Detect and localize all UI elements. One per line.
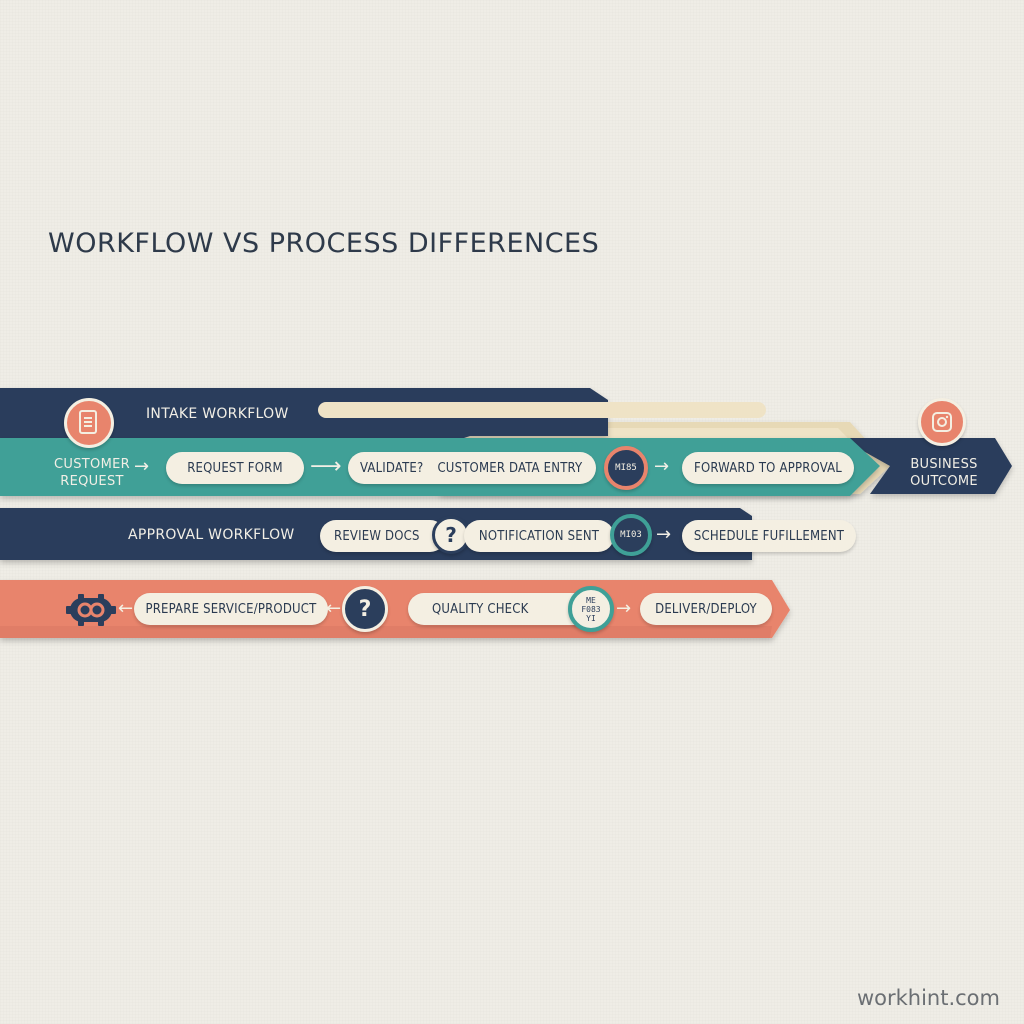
page-title: WORKFLOW VS PROCESS DIFFERENCES (48, 228, 600, 259)
business-outcome-label: BUSINESS OUTCOME (910, 457, 978, 489)
arrow-left-icon: ← (326, 598, 342, 619)
step-quality-check[interactable]: QUALITY CHECK (408, 593, 594, 625)
outcome-arrow (840, 438, 1012, 494)
step-review-docs[interactable]: REVIEW DOCS (320, 520, 446, 552)
sync-badge-text: ME F083 YI (581, 595, 601, 623)
step-deliver-deploy[interactable]: DELIVER/DEPLOY (640, 593, 772, 625)
question-icon: ? (342, 586, 388, 632)
gear-link-icon (64, 592, 118, 628)
customer-request-label: CUSTOMER REQUEST (54, 457, 130, 489)
arrow-right-icon: ⟶ (310, 454, 342, 479)
step-customer-data-entry: CUSTOMER DATA ENTRY (437, 460, 583, 476)
arrow-right-icon: → (616, 598, 632, 619)
sync-badge-icon: MI85 (604, 446, 648, 490)
sync-badge-text: MI85 (615, 463, 637, 473)
step-forward-to-approval[interactable]: FORWARD TO APPROVAL (682, 452, 854, 484)
approval-workflow-label: APPROVAL WORKFLOW (128, 527, 295, 543)
camera-icon (918, 398, 966, 446)
arrow-right-icon: → (656, 524, 672, 545)
arrow-right-icon: → (654, 456, 670, 477)
sync-badge-icon: MI03 (610, 514, 652, 556)
step-request-form[interactable]: REQUEST FORM (166, 452, 304, 484)
step-schedule-fulfillment[interactable]: SCHEDULE FUFILLEMENT (682, 520, 856, 552)
intake-band (0, 388, 608, 440)
step-prepare-service-product[interactable]: PREPARE SERVICE/PRODUCT (134, 593, 328, 625)
watermark: workhint.com (856, 986, 1000, 1010)
arrow-right-icon: → (134, 456, 150, 477)
document-icon (64, 398, 114, 448)
arrow-left-icon: ← (118, 598, 134, 619)
step-validate: VALIDATE? (360, 460, 424, 476)
sync-badge-icon: ME F083 YI (568, 586, 614, 632)
step-notification-sent[interactable]: NOTIFICATION SENT (464, 520, 614, 552)
step-validate-data-entry[interactable]: VALIDATE? CUSTOMER DATA ENTRY (348, 452, 596, 484)
intake-workflow-label: INTAKE WORKFLOW (146, 406, 289, 422)
sync-badge-text: MI03 (620, 530, 642, 540)
intake-cream-bar (318, 402, 766, 418)
